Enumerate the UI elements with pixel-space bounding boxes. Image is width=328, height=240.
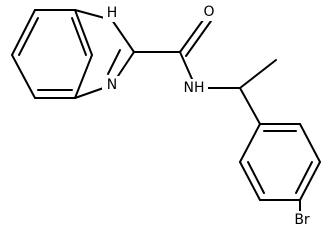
atom-n-imine-label: N — [107, 77, 117, 93]
methyl-bond — [239, 59, 277, 89]
bond — [11, 54, 36, 99]
atom-o-label: O — [203, 4, 214, 20]
bond — [111, 19, 135, 53]
label-background — [288, 211, 316, 229]
bromophenyl-ring — [239, 123, 321, 217]
atom-labels: H N O NH Br — [102, 3, 316, 229]
double-bond-inner — [295, 161, 313, 194]
label-background — [103, 4, 121, 22]
bond — [299, 161, 321, 201]
bond — [74, 9, 93, 56]
double-bond-inner — [71, 17, 87, 56]
bond — [239, 87, 261, 125]
bond — [239, 161, 261, 201]
double-bond-inner — [247, 161, 265, 194]
carbonyl-double-bond — [185, 20, 212, 57]
atom-nh-label: H — [107, 5, 118, 21]
label-background — [102, 76, 122, 94]
chemical-structure-diagram: H N O NH Br — [11, 3, 321, 229]
carboxamide-group — [133, 15, 212, 89]
atom-amide-nh-label: NH — [184, 80, 205, 96]
label-background — [200, 3, 218, 21]
double-bond-inner — [107, 49, 121, 75]
bond — [74, 54, 93, 99]
benzene-ring-fused — [11, 9, 93, 99]
label-background — [180, 79, 208, 97]
bond — [299, 123, 321, 163]
bond — [239, 123, 261, 163]
bond — [11, 9, 36, 56]
carbonyl-bond — [179, 15, 207, 53]
atom-br-label: Br — [294, 212, 310, 228]
double-bond-inner — [18, 17, 39, 56]
